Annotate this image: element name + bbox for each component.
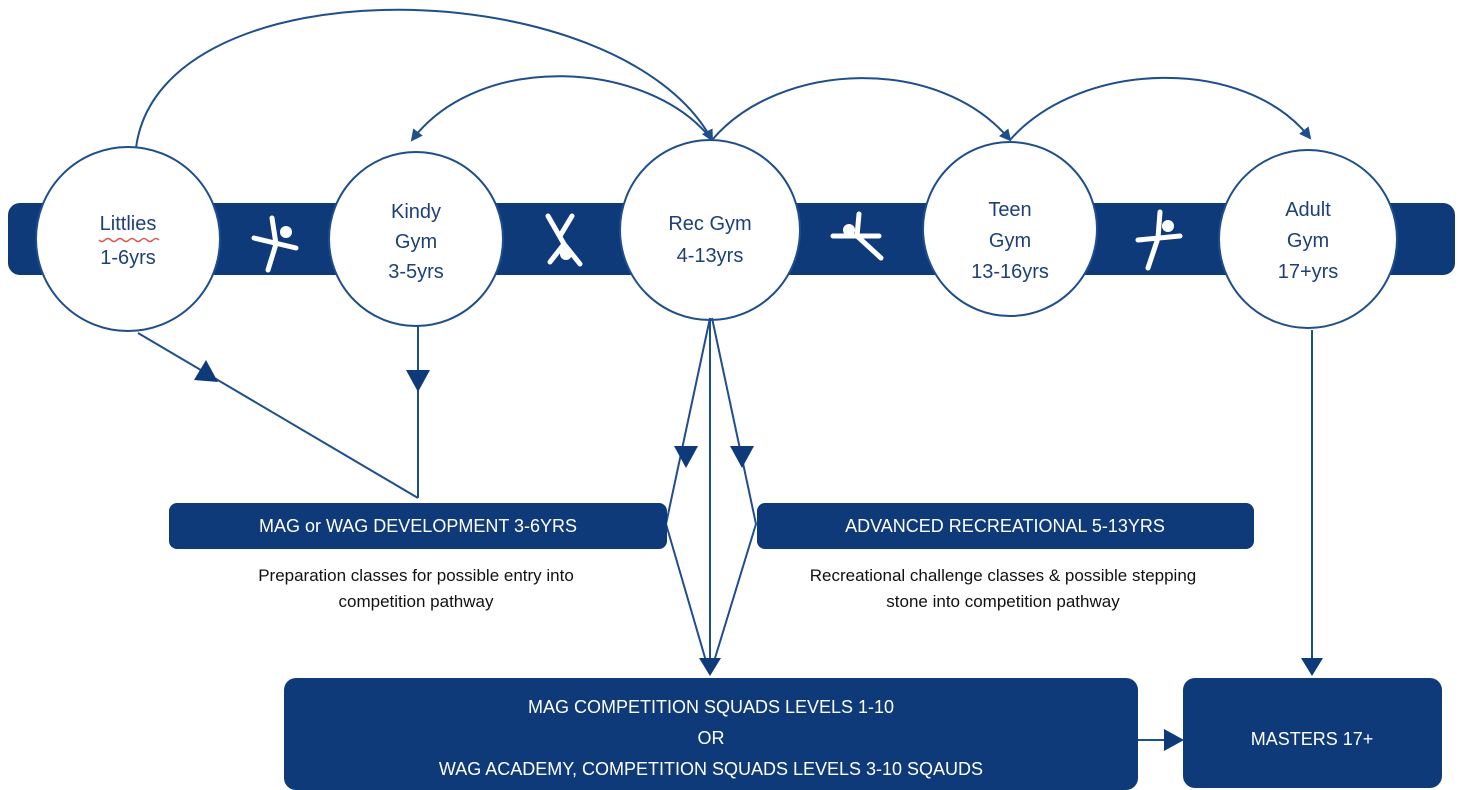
- stage-age: 13-16yrs: [971, 261, 1049, 283]
- advanced-label: ADVANCED RECREATIONAL 5-13YRS: [845, 516, 1165, 536]
- competition-line-2: OR: [698, 728, 725, 748]
- stage-kindy-gym: Kindy Gym 3-5yrs: [328, 151, 504, 327]
- spelling-squiggle: [98, 237, 160, 243]
- arrow-into-competition: [699, 658, 721, 676]
- stage-name: Adult: [1285, 199, 1331, 221]
- arc-littlies-to-rec: [135, 8, 713, 149]
- competition-box: MAG COMPETITION SQUADS LEVELS 1-10 OR WA…: [284, 678, 1138, 790]
- masters-box: MASTERS 17+: [1183, 678, 1442, 788]
- arrow-into-masters-side: [1164, 729, 1184, 751]
- line-littlies-to-development: [137, 332, 419, 499]
- stage-name-2: Gym: [1287, 230, 1329, 252]
- stage-name: Kindy: [391, 201, 441, 223]
- stage-adult-gym: Adult Gym 17+yrs: [1218, 149, 1398, 329]
- gymnast-figure-icon: [251, 215, 299, 273]
- stage-name: Rec Gym: [668, 213, 751, 235]
- arc-rec-to-teen: [711, 77, 1012, 142]
- arrow-down-rec-right: [730, 446, 754, 468]
- development-label: MAG or WAG DEVELOPMENT 3-6YRS: [259, 516, 577, 536]
- gymnast-balance-icon: [1135, 209, 1183, 271]
- stage-name-2: Gym: [395, 231, 437, 253]
- stage-age: 1-6yrs: [100, 247, 156, 269]
- arrow-up-littlies: [194, 360, 218, 382]
- stage-name: Littlies: [100, 213, 157, 235]
- advanced-description: Recreational challenge classes & possibl…: [810, 566, 1197, 585]
- gymnast-leap-icon: [830, 211, 884, 261]
- arrow-down-rec-left: [674, 446, 698, 468]
- stage-littlies: Littlies 1-6yrs: [35, 146, 221, 332]
- advanced-box: ADVANCED RECREATIONAL 5-13YRS: [757, 503, 1254, 549]
- cartwheel-figure-icon: [545, 213, 583, 267]
- advanced-description-2: stone into competition pathway: [886, 592, 1120, 611]
- stage-rec-gym: Rec Gym 4-13yrs: [619, 139, 801, 321]
- stage-teen-gym: Teen Gym 13-16yrs: [922, 141, 1098, 317]
- arc-rec-to-kindy: [410, 75, 713, 142]
- development-description: Preparation classes for possible entry i…: [258, 566, 574, 585]
- arrow-down-kindy: [406, 370, 430, 392]
- development-box: MAG or WAG DEVELOPMENT 3-6YRS: [169, 503, 667, 549]
- stage-age: 3-5yrs: [388, 261, 444, 283]
- arrow-into-masters: [1301, 658, 1323, 676]
- stage-name: Teen: [988, 199, 1031, 221]
- masters-label: MASTERS 17+: [1251, 729, 1374, 749]
- line-rec-to-advanced: [711, 317, 758, 669]
- arc-teen-to-adult: [1009, 76, 1312, 141]
- competition-line-3: WAG ACADEMY, COMPETITION SQUADS LEVELS 3…: [439, 759, 983, 779]
- stage-age: 17+yrs: [1278, 261, 1339, 283]
- stage-name-2: Gym: [989, 230, 1031, 252]
- development-description-2: competition pathway: [339, 592, 494, 611]
- competition-line-1: MAG COMPETITION SQUADS LEVELS 1-10: [528, 697, 894, 717]
- line-rec-to-development: [664, 317, 711, 669]
- stage-age: 4-13yrs: [677, 245, 744, 267]
